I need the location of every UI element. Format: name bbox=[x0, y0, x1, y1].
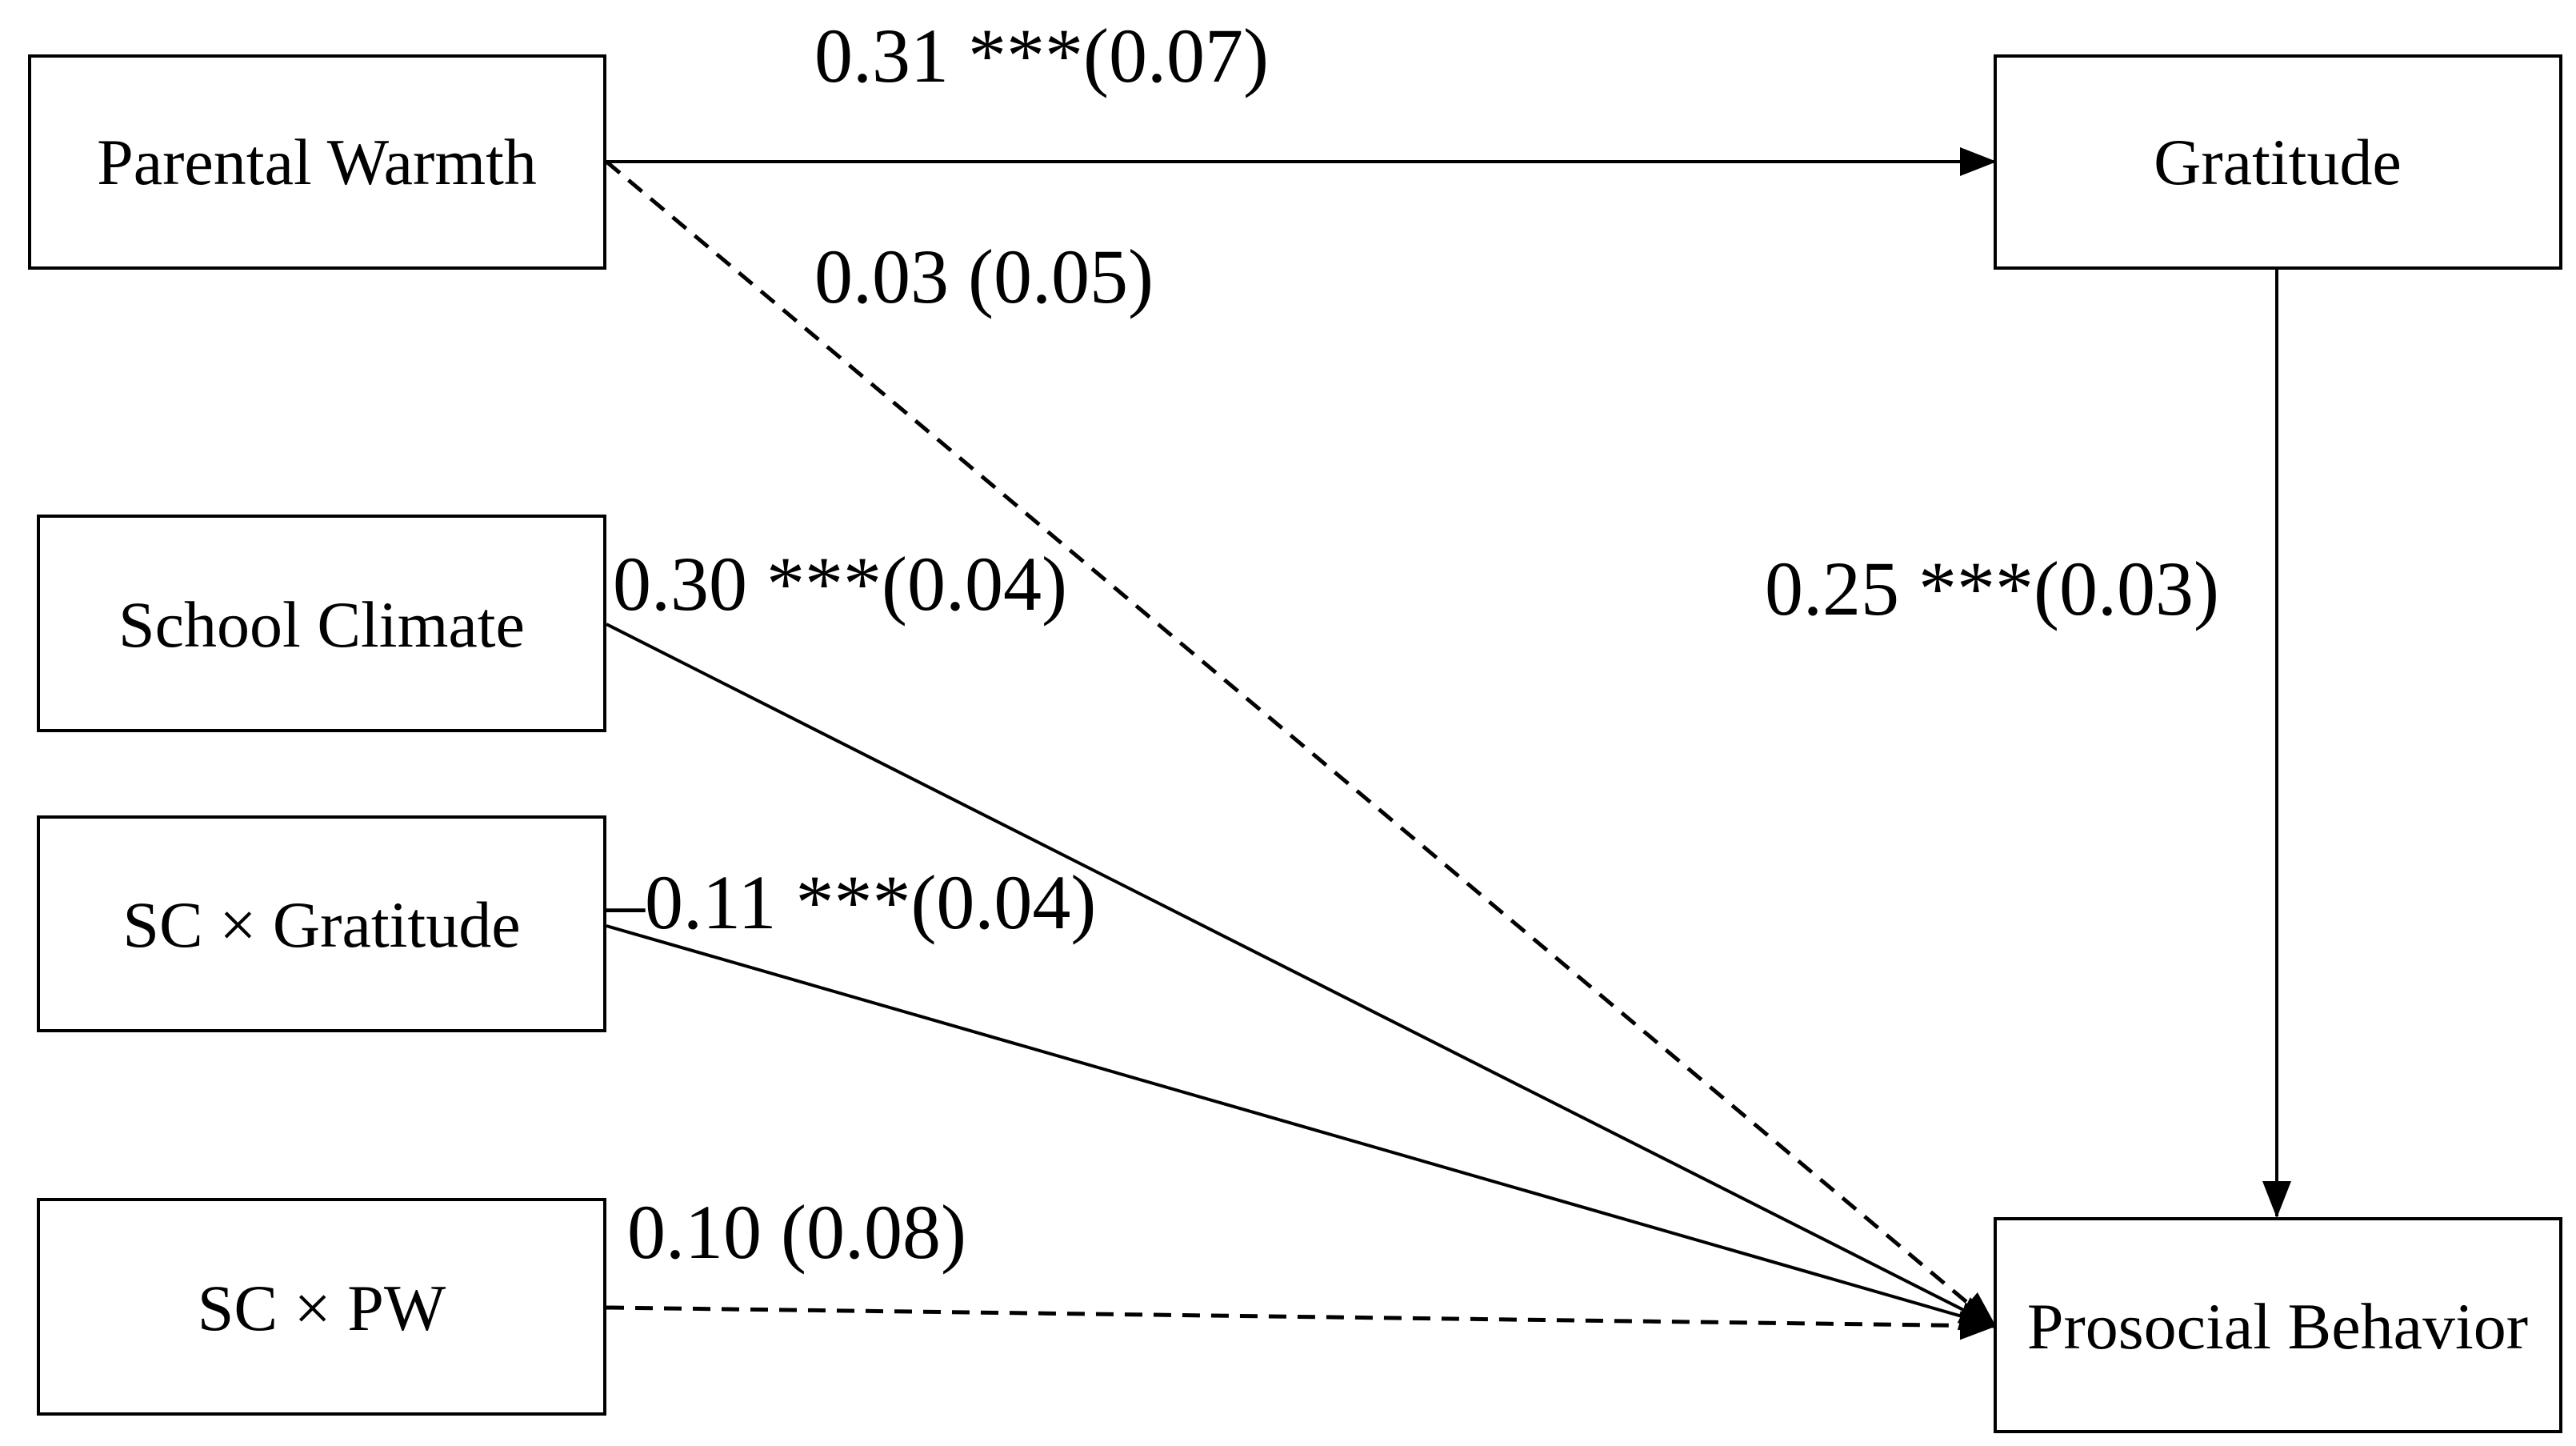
edge-pw-to-prosocial bbox=[605, 160, 1997, 1328]
edge-scxg-to-prosocial bbox=[606, 924, 1997, 1331]
node-school-climate: School Climate bbox=[37, 515, 606, 732]
node-label-prosocial-behavior: Prosocial Behavior bbox=[2027, 1290, 2528, 1363]
edge-label-scxg-to-prosocial: –0.11 ***(0.04) bbox=[606, 859, 1096, 945]
node-label-parental-warmth: Parental Warmth bbox=[97, 126, 537, 198]
edge-label-pw-to-prosocial: 0.03 (0.05) bbox=[814, 234, 1154, 319]
node-label-sc-x-pw: SC × PW bbox=[198, 1272, 446, 1344]
node-prosocial-behavior: Prosocial Behavior bbox=[1994, 1217, 2562, 1433]
node-sc-x-gratitude: SC × Gratitude bbox=[37, 815, 606, 1032]
edge-scxpw-to-prosocial bbox=[606, 1305, 1997, 1340]
edge-label-sc-to-prosocial: 0.30 ***(0.04) bbox=[613, 541, 1067, 627]
node-gratitude: Gratitude bbox=[1994, 54, 2562, 270]
node-label-school-climate: School Climate bbox=[118, 588, 525, 661]
edge-label-gratitude-to-prosocial: 0.25 ***(0.03) bbox=[1765, 546, 2219, 631]
edge-label-scxpw-to-prosocial: 0.10 (0.08) bbox=[627, 1189, 966, 1275]
node-label-sc-x-gratitude: SC × Gratitude bbox=[122, 888, 520, 961]
node-parental-warmth: Parental Warmth bbox=[28, 54, 606, 270]
edge-sc-to-prosocial bbox=[606, 623, 1997, 1328]
edge-label-pw-to-gratitude: 0.31 ***(0.07) bbox=[814, 13, 1269, 98]
node-label-gratitude: Gratitude bbox=[2154, 126, 2402, 198]
node-sc-x-pw: SC × PW bbox=[37, 1198, 606, 1416]
